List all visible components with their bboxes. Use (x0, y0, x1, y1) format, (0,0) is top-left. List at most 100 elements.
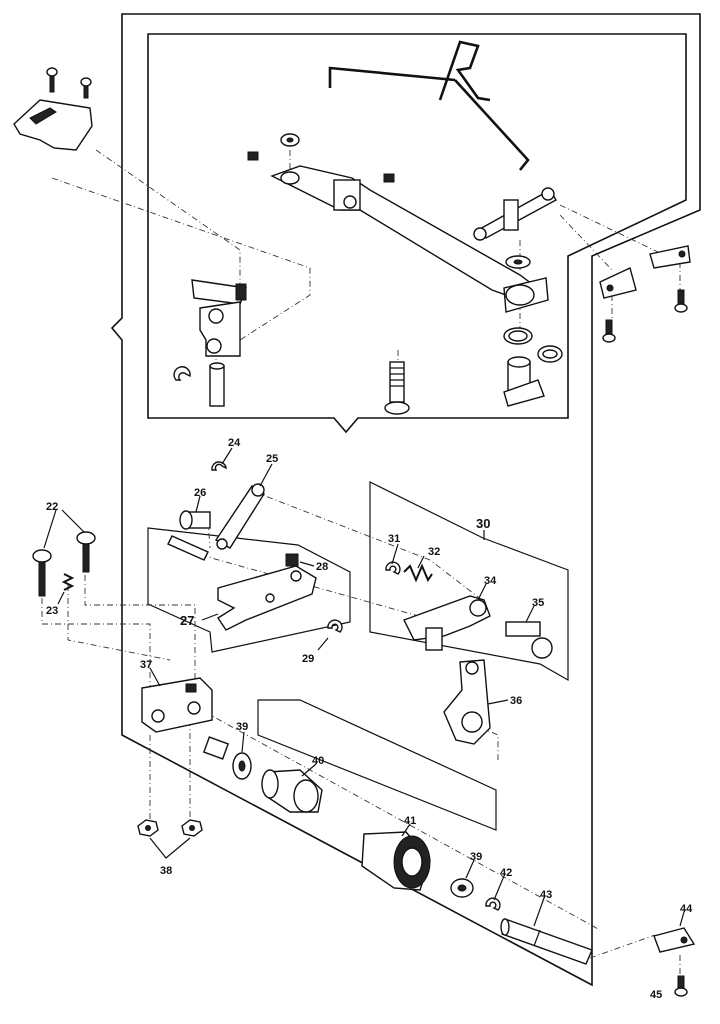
leader-29 (317, 637, 329, 651)
part-42-e-ring (485, 897, 501, 911)
set-screw-2 (383, 173, 395, 183)
long-bolt (384, 361, 410, 415)
part-31-e-ring (385, 561, 401, 575)
guide-line (95, 149, 241, 300)
subframe-shaft (257, 699, 497, 831)
part-36-arm (443, 659, 491, 745)
part-32-spring (403, 563, 433, 583)
part-45-screw (674, 975, 688, 997)
screw-top-left-1 (46, 67, 58, 93)
label-28: 28 (316, 561, 328, 573)
label-25: 25 (266, 453, 278, 465)
label-38: 38 (160, 865, 172, 877)
leader-34 (477, 583, 487, 601)
outer-frame (110, 13, 701, 987)
part-25-link (215, 483, 265, 550)
guide-line (589, 934, 656, 959)
label-36: 36 (510, 695, 522, 707)
leader-25 (259, 463, 273, 487)
leader-39a (241, 731, 245, 753)
label-34: 34 (484, 575, 497, 587)
leader-43 (533, 897, 545, 927)
subframe-30 (369, 481, 569, 682)
set-screw-1 (247, 151, 259, 161)
leader-31 (391, 543, 399, 565)
part-28-set-screw (285, 553, 299, 567)
pin-shaft-upper (473, 187, 557, 241)
wire-spring (438, 40, 491, 102)
bracket-right-2 (649, 245, 691, 269)
part-23-spring (61, 573, 75, 591)
label-23: 23 (46, 605, 58, 617)
part-40-cam (261, 769, 323, 813)
label-35: 35 (532, 597, 544, 609)
lever-pivot-hole (280, 171, 300, 185)
leader-36 (487, 699, 509, 705)
leader-39b (465, 859, 475, 879)
part-24-e-ring (211, 461, 227, 471)
guide-line (41, 598, 151, 690)
leader-40 (301, 763, 317, 777)
leader-44 (679, 911, 685, 927)
subframe-26-29 (147, 527, 351, 653)
guide-line (559, 204, 659, 253)
part-26-pin (179, 510, 211, 530)
screw-right-2 (674, 289, 688, 313)
label-41: 41 (404, 815, 416, 827)
collar-assembly (503, 255, 549, 313)
guide-line (67, 585, 171, 661)
part-38-nut-1 (137, 819, 159, 837)
leader-37 (149, 667, 161, 687)
leader-35 (525, 605, 535, 623)
part-43-shaft (500, 918, 593, 965)
label-42: 42 (500, 867, 512, 879)
part-44-bracket (653, 927, 696, 953)
label-39-upper: 39 (236, 721, 248, 733)
guide-line (84, 575, 196, 690)
part-22-screw-2 (76, 531, 96, 573)
label-27: 27 (180, 613, 194, 628)
part-38-nut-2 (181, 819, 203, 837)
label-26: 26 (194, 487, 206, 499)
link-plate (191, 279, 247, 305)
guide-line (51, 177, 311, 341)
label-40: 40 (312, 755, 324, 767)
leader-24 (221, 447, 233, 465)
crank-block (199, 301, 241, 357)
part-41-gear (361, 831, 431, 891)
leader-41 (401, 823, 411, 837)
pin-stud (209, 362, 225, 407)
leader-28 (299, 561, 315, 567)
inner-upper-frame (147, 33, 687, 434)
label-22: 22 (46, 501, 58, 513)
wire-rod (328, 66, 530, 171)
guide-line (254, 491, 483, 601)
short-sleeve (202, 736, 230, 760)
part-35-pin (505, 621, 553, 659)
label-37: 37 (140, 659, 152, 671)
screw-top-left-2 (80, 77, 92, 99)
lever-arm (270, 165, 542, 301)
leader-26 (195, 495, 201, 513)
bushing (503, 356, 545, 407)
label-44: 44 (680, 903, 693, 915)
label-29: 29 (302, 653, 314, 665)
label-30: 30 (476, 516, 490, 531)
part-39-washer-1 (232, 752, 252, 780)
bracket-slot (29, 107, 57, 125)
part-39-washer-2 (450, 878, 474, 898)
label-45: 45 (650, 989, 662, 1001)
bracket-right-1 (599, 267, 637, 299)
screw-right-1 (602, 319, 616, 343)
ring-seal-inner (508, 330, 528, 342)
leader-27 (201, 613, 219, 621)
lever-block-hole (343, 195, 357, 209)
e-ring-upper (173, 366, 191, 381)
leader-32 (417, 555, 425, 569)
part-22-screw-1 (32, 549, 52, 597)
part-37-block (141, 677, 213, 733)
part-29-e-ring (327, 619, 343, 633)
label-39-lower: 39 (470, 851, 482, 863)
leader-23 (57, 591, 65, 605)
